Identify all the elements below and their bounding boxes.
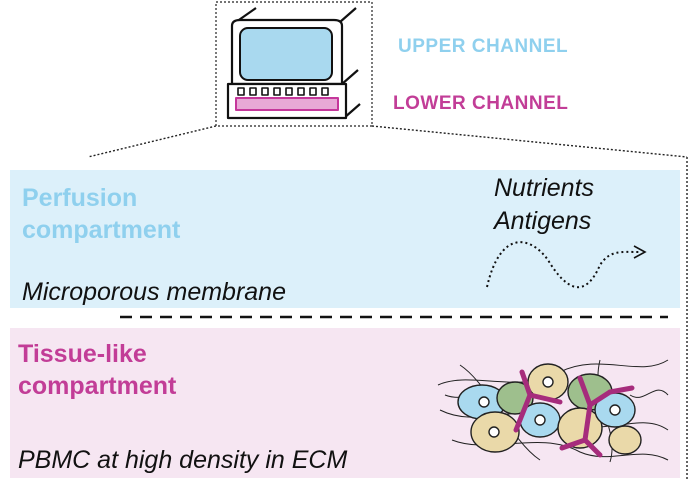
tissue-compartment — [10, 328, 680, 478]
tissue-title-line2: compartment — [18, 372, 177, 400]
zoom-line-right — [371, 125, 688, 158]
tissue-title: Tissue-like compartment — [18, 338, 176, 402]
perfusion-title-line1: Perfusion — [22, 184, 138, 212]
arrow-head-icon — [633, 245, 647, 259]
pbmc-description: PBMC at high density in ECM — [18, 446, 348, 474]
perfusion-title-line2: compartment — [22, 216, 181, 244]
zoom-line-left — [87, 125, 217, 158]
tissue-title-line1: Tissue-like — [18, 340, 147, 368]
organ-chip-device-icon — [226, 7, 361, 120]
nutrients-label: Nutrients — [494, 174, 595, 202]
lower-channel-label: LOWER CHANNEL — [393, 93, 569, 114]
upper-channel-label: UPPER CHANNEL — [398, 36, 569, 57]
chip-zoom-box — [215, 1, 373, 127]
membrane-label: Microporous membrane — [22, 278, 286, 306]
antigens-label: Antigens — [494, 207, 592, 235]
wavy-flow-arrow-icon — [486, 241, 641, 288]
cell-cluster-icon — [437, 359, 669, 463]
perfusion-title: Perfusion compartment — [22, 182, 180, 246]
